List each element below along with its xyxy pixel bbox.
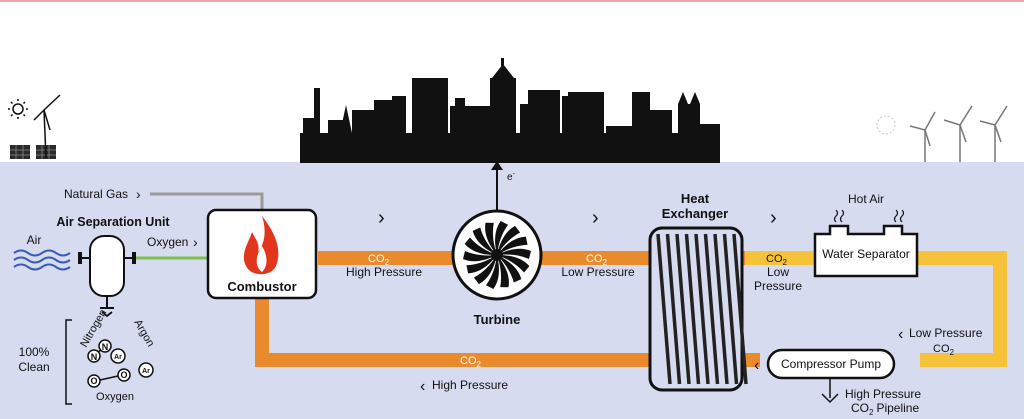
pressure-label: Pressure bbox=[754, 279, 802, 293]
turbine-blade bbox=[464, 237, 497, 256]
turbine-blade bbox=[497, 248, 531, 259]
turbine-label: Turbine bbox=[474, 312, 521, 327]
pump-chevron-icon: ‹ bbox=[754, 357, 759, 374]
argon-atom-2: Ar bbox=[142, 368, 150, 375]
co2-label-hp-top: CO2 bbox=[368, 253, 390, 267]
low-label: Low bbox=[767, 265, 789, 279]
hp-bottom-chevron-icon: ‹ bbox=[420, 378, 425, 395]
turbine-blade bbox=[466, 255, 497, 274]
solar-panels-icon bbox=[10, 145, 56, 159]
combustor-label: Combustor bbox=[227, 279, 296, 294]
steam-icon bbox=[833, 209, 905, 223]
heat-exchanger-tube bbox=[732, 233, 748, 385]
flame-icon bbox=[243, 216, 279, 275]
low-pressure-label-mid: Low Pressure bbox=[561, 265, 635, 279]
turbine-blade bbox=[497, 255, 509, 288]
asu-title: Air Separation Unit bbox=[56, 215, 170, 229]
wind-turbine-icon bbox=[33, 94, 61, 159]
clean-label: Clean bbox=[18, 360, 49, 374]
clean-bracket bbox=[65, 319, 72, 405]
argon-atom-1-icon bbox=[110, 348, 126, 364]
lp-chevron-icon: ‹ bbox=[898, 326, 903, 343]
turbine-blade bbox=[495, 220, 509, 255]
pipeline-arrow-icon bbox=[821, 393, 839, 404]
high-pressure-label-top: High Pressure bbox=[346, 265, 422, 279]
heat-exchanger-label-1: Heat bbox=[681, 191, 710, 206]
heat-exchanger-tube bbox=[665, 233, 682, 385]
nitrogen-molecule-icon bbox=[87, 339, 112, 363]
city-skyline-icon bbox=[300, 58, 720, 163]
hot-air-label: Hot Air bbox=[848, 192, 884, 206]
power-arrow-icon bbox=[491, 161, 503, 170]
natural-gas-chevron-icon: › bbox=[136, 186, 141, 202]
air-label: Air bbox=[27, 233, 42, 247]
heat-exchanger-tube bbox=[694, 233, 710, 385]
top-rule bbox=[0, 0, 1024, 2]
turbine-blade bbox=[485, 222, 497, 255]
air-separation-unit bbox=[78, 235, 136, 318]
oxygen-input-label: Oxygen bbox=[147, 235, 188, 249]
argon-atom-2-icon bbox=[138, 362, 154, 378]
co2-label-lp-mid: CO2 bbox=[586, 253, 608, 267]
compressor-pump-box bbox=[766, 348, 896, 380]
turbine-blade bbox=[463, 251, 497, 262]
oxygen-atom-2: O bbox=[120, 370, 127, 380]
heat-exchanger-tube bbox=[703, 233, 720, 385]
heat-exchanger-tube bbox=[722, 233, 739, 385]
water-separator-box bbox=[813, 224, 919, 278]
heat-exchanger-tube bbox=[675, 233, 691, 385]
turbine-blade bbox=[472, 227, 497, 255]
nitrogen-atom-1: N bbox=[91, 352, 98, 362]
compressor-pump-label: Compressor Pump bbox=[781, 357, 881, 371]
turbine-blade bbox=[473, 255, 497, 285]
heat-exchanger-label-2: Exchanger bbox=[662, 206, 728, 221]
heat-exchanger bbox=[648, 226, 748, 392]
natural-gas-label: Natural Gas bbox=[64, 187, 128, 201]
flow-chevron-2-icon: › bbox=[592, 207, 599, 229]
dim-sun-icon bbox=[876, 115, 896, 135]
oxygen-atom-1: O bbox=[90, 376, 97, 386]
heat-exchanger-tube bbox=[656, 233, 672, 385]
low-pressure-co2-line2: CO2 bbox=[933, 343, 955, 357]
hp-pipeline-label-1: High Pressure bbox=[845, 387, 921, 401]
low-pressure-co2-line1: Low Pressure bbox=[909, 326, 983, 340]
air-wave-icon bbox=[13, 249, 71, 271]
co2-label-hp-bottom: CO2 bbox=[460, 355, 482, 369]
argon-atom-1: Ar bbox=[114, 354, 122, 361]
oxygen-chevron-icon: › bbox=[193, 234, 198, 250]
turbine-blade bbox=[497, 225, 521, 255]
turbine-icon bbox=[451, 209, 543, 301]
co2-label-lp-right: CO2 bbox=[766, 253, 788, 267]
natural-gas-line bbox=[150, 192, 264, 210]
turbine-blade bbox=[497, 254, 530, 273]
heat-exchanger-tube bbox=[713, 233, 729, 385]
water-separator-label: Water Separator bbox=[822, 247, 910, 261]
flow-chevron-1-icon: › bbox=[378, 207, 385, 229]
turbine-blade bbox=[497, 236, 528, 255]
clean-percent: 100% bbox=[19, 345, 50, 359]
sun-icon bbox=[8, 99, 28, 119]
oxygen-output-label: Oxygen bbox=[96, 391, 134, 403]
turbine-blade bbox=[485, 255, 499, 290]
nitrogen-atom-2: N bbox=[102, 342, 109, 352]
electron-label: e- bbox=[507, 171, 516, 183]
high-pressure-label-bottom: High Pressure bbox=[432, 378, 508, 392]
heat-exchanger-tube bbox=[684, 233, 701, 385]
wind-farm-icon bbox=[909, 105, 1008, 162]
flow-chevron-3-icon: › bbox=[770, 207, 777, 229]
oxygen-molecule-icon bbox=[87, 368, 131, 388]
turbine-blade bbox=[497, 255, 522, 283]
